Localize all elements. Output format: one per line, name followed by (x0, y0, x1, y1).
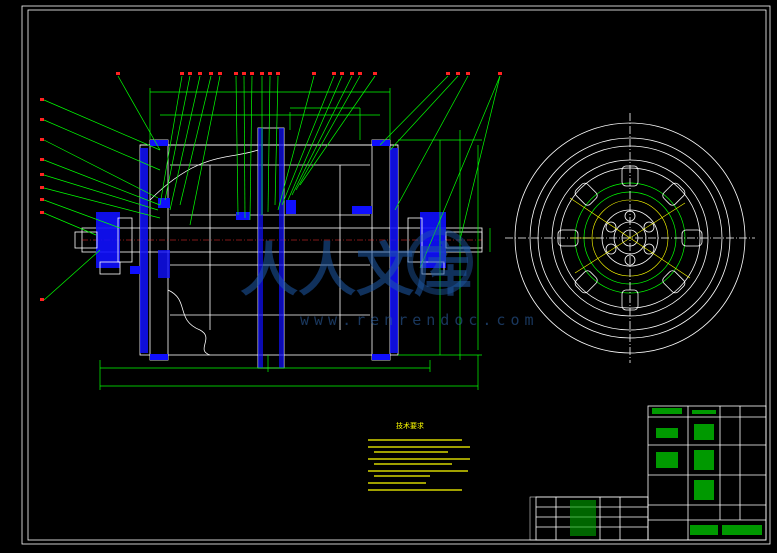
technical-notes: 技术要求 (368, 421, 470, 491)
watermark-logo-icon (407, 229, 473, 295)
notes-title: 技术要求 (396, 421, 424, 430)
right-bearing-housing (420, 212, 446, 268)
watermark-brand: 人人文库 (240, 236, 472, 304)
section-view (40, 72, 502, 390)
end-view (505, 113, 755, 363)
inner-border (27, 9, 767, 541)
watermark: 人人文库 www.renrendoc.com (240, 229, 539, 329)
watermark-url: www.renrendoc.com (300, 311, 539, 329)
left-bearing-housing (96, 212, 120, 268)
outer-border (21, 5, 771, 545)
title-block (529, 405, 767, 541)
